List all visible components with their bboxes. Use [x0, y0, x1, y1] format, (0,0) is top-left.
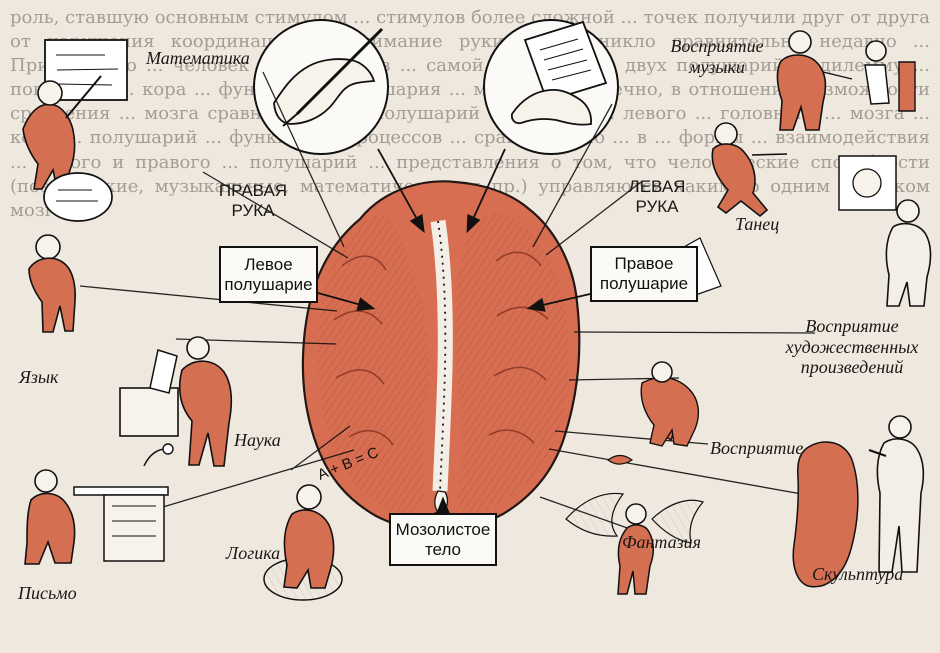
- sculptor-icon: [792, 415, 925, 588]
- label-perception: Восприятие: [710, 438, 804, 458]
- writer-icon: [24, 443, 174, 565]
- brain-icon: [301, 180, 581, 528]
- speaker-icon: [28, 172, 113, 333]
- dancer-icon: [711, 122, 788, 218]
- label-logic: Логика: [226, 543, 281, 563]
- label-dance: Танец: [735, 214, 780, 234]
- fairy-icon: [565, 492, 705, 595]
- scientist-icon: [119, 336, 233, 467]
- background-paragraph: роль, ставшую основным стимулом ... стим…: [10, 7, 930, 221]
- hand-pen-icon: [253, 19, 389, 155]
- hand-note-icon: [483, 19, 619, 155]
- label-language: Язык: [19, 367, 59, 387]
- label-fantasy: Фантазия: [622, 532, 702, 552]
- thinker-icon: A + B = C: [263, 444, 381, 601]
- mathematician-icon: [22, 39, 128, 190]
- label-science: Наука: [234, 430, 281, 450]
- painter-icon: [838, 155, 932, 307]
- violinist-icon: [776, 30, 916, 131]
- label-sculpture: Скульптура: [812, 564, 904, 584]
- label-writing: Письмо: [18, 583, 77, 603]
- label-math: Математика: [146, 48, 250, 68]
